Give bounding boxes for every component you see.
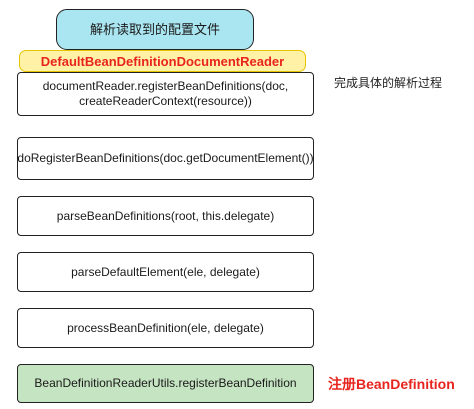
register-bean-definition-note: 注册BeanDefinition bbox=[328, 376, 455, 392]
step-parse-bean-definitions-text: parseBeanDefinitions(root, this.delegate… bbox=[56, 208, 275, 223]
step-register-bean-definition-utils: BeanDefinitionReaderUtils.registerBeanDe… bbox=[17, 364, 314, 403]
step-register-bean-definitions-text: documentReader.registerBeanDefinitions(d… bbox=[42, 79, 289, 108]
step-do-register-bean-definitions-text: doRegisterBeanDefinitions(doc.getDocumen… bbox=[17, 151, 314, 165]
step-parse-default-element-text: parseDefaultElement(ele, delegate) bbox=[71, 264, 260, 279]
step-register-bean-definition-utils-text: BeanDefinitionReaderUtils.registerBeanDe… bbox=[34, 376, 297, 390]
document-reader-label-text: DefaultBeanDefinitionDocumentReader bbox=[40, 53, 285, 69]
config-parse-title-text: 解析读取到的配置文件 bbox=[89, 22, 220, 37]
step-parse-bean-definitions: parseBeanDefinitions(root, this.delegate… bbox=[17, 196, 314, 236]
config-parse-title-node: 解析读取到的配置文件 bbox=[56, 9, 254, 50]
document-reader-label: DefaultBeanDefinitionDocumentReader bbox=[19, 50, 306, 72]
step-parse-default-element: parseDefaultElement(ele, delegate) bbox=[17, 252, 314, 292]
parse-process-note: 完成具体的解析过程 bbox=[334, 76, 443, 90]
step-register-bean-definitions: documentReader.registerBeanDefinitions(d… bbox=[17, 72, 314, 116]
step-process-bean-definition: processBeanDefinition(ele, delegate) bbox=[17, 308, 314, 348]
step-process-bean-definition-text: processBeanDefinition(ele, delegate) bbox=[67, 320, 264, 335]
step-do-register-bean-definitions: doRegisterBeanDefinitions(doc.getDocumen… bbox=[17, 137, 314, 180]
